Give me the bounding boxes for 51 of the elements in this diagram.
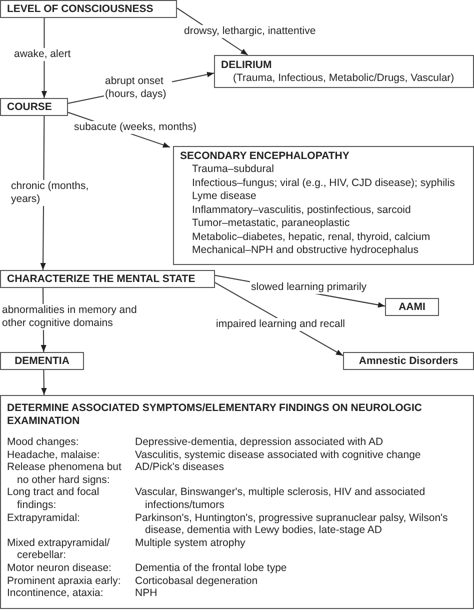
list-item: Tumor–metastatic, paraneoplastic xyxy=(191,217,351,230)
list-item: Infectious–fungus; viral (e.g., HIV, CJD disease); syphilis xyxy=(191,176,456,190)
table-cell-text: Long tract and focal findings: xyxy=(7,486,100,512)
list-item: Inflammatory–vasculitis, postinfectious, sarcoid xyxy=(191,204,412,217)
table-cell-text: Release phenomena but no other hard signs: xyxy=(7,461,122,486)
list-item: Trauma–subdural xyxy=(191,163,275,176)
table-cell-text: Depressive-dementia, depression associated with AD xyxy=(135,436,384,449)
edge-label: impaired learning and recall xyxy=(215,318,346,331)
table-cell-text: Vasculitis, systemic disease associated with cognitive change xyxy=(135,448,422,462)
process-box xyxy=(385,298,439,316)
table-cell-text: AD/Pick's diseases xyxy=(135,461,225,476)
edge-label: abrupt onset (hours, days) xyxy=(104,75,172,101)
box-heading: SECONDARY ENCEPHALOPATHY xyxy=(180,150,350,163)
edge-label: slowed learning primarily xyxy=(250,281,368,294)
list-item: Lyme disease xyxy=(191,190,258,204)
arrow xyxy=(41,370,47,396)
table-cell-text: Headache, malaise: xyxy=(7,448,101,462)
table-cell-text: Multiple system atrophy xyxy=(135,536,246,551)
process-box xyxy=(0,352,84,370)
table-cell-text: Mixed extrapyramidal/ cerebellar: xyxy=(7,536,111,562)
box-heading: Amnestic Disorders xyxy=(358,355,460,368)
table-cell-text: NPH xyxy=(135,587,158,600)
box-heading: DELIRIUM xyxy=(221,59,273,72)
box-heading: LEVEL OF CONSCIOUSNESS xyxy=(7,3,154,16)
table-cell-text: Mood changes: xyxy=(7,436,80,449)
process-box xyxy=(0,270,215,288)
box-heading: DEMENTIA xyxy=(14,355,70,368)
table-cell-text: Dementia of the frontal lobe type xyxy=(135,562,288,575)
table-cell-text: Incontinence, ataxia: xyxy=(7,587,104,600)
list-item: Mechanical–NPH and obstructive hydrocephalus xyxy=(191,244,420,258)
list-item: Metabolic–diabetes, hepatic, renal, thyroid, calcium xyxy=(191,230,432,244)
box-text: (Trauma, Infectious, Metabolic/Drugs, Vascular) xyxy=(232,72,456,86)
process-box xyxy=(173,146,474,265)
process-box xyxy=(214,55,474,88)
table-cell-text: Motor neuron disease: xyxy=(7,562,112,575)
edge-label: awake, alert xyxy=(13,48,72,61)
box-heading: CHARACTERIZE THE MENTAL STATE xyxy=(7,273,196,286)
table-cell-text: Extrapyramidal: xyxy=(7,512,81,526)
table-cell-text: Corticobasal degeneration xyxy=(135,574,259,588)
edge-label: drowsy, lethargic, inattentive xyxy=(183,25,317,38)
box-heading: DETERMINE ASSOCIATED SYMPTOMS/ELEMENTARY FINDINGS ON NEUROLOGIC EXAMINATION xyxy=(7,402,423,428)
table-cell-text: Prominent apraxia early: xyxy=(7,574,122,588)
box-heading: AAMI xyxy=(398,301,426,314)
box-heading: COURSE xyxy=(7,101,53,114)
process-box xyxy=(0,395,474,609)
table-cell-text: Parkinson's, Huntington's, progressive supranuclear palsy, Wilson's disease, dementia with Lewy bodies, late-stage AD xyxy=(135,512,449,537)
process-box xyxy=(343,352,474,370)
process-box xyxy=(0,0,177,18)
process-box xyxy=(0,98,68,116)
edge-label: subacute (weeks, months) xyxy=(73,121,198,134)
table-cell-text: Vascular, Binswanger's, multiple sclerosis, HIV and associated infections/tumors xyxy=(135,486,426,512)
